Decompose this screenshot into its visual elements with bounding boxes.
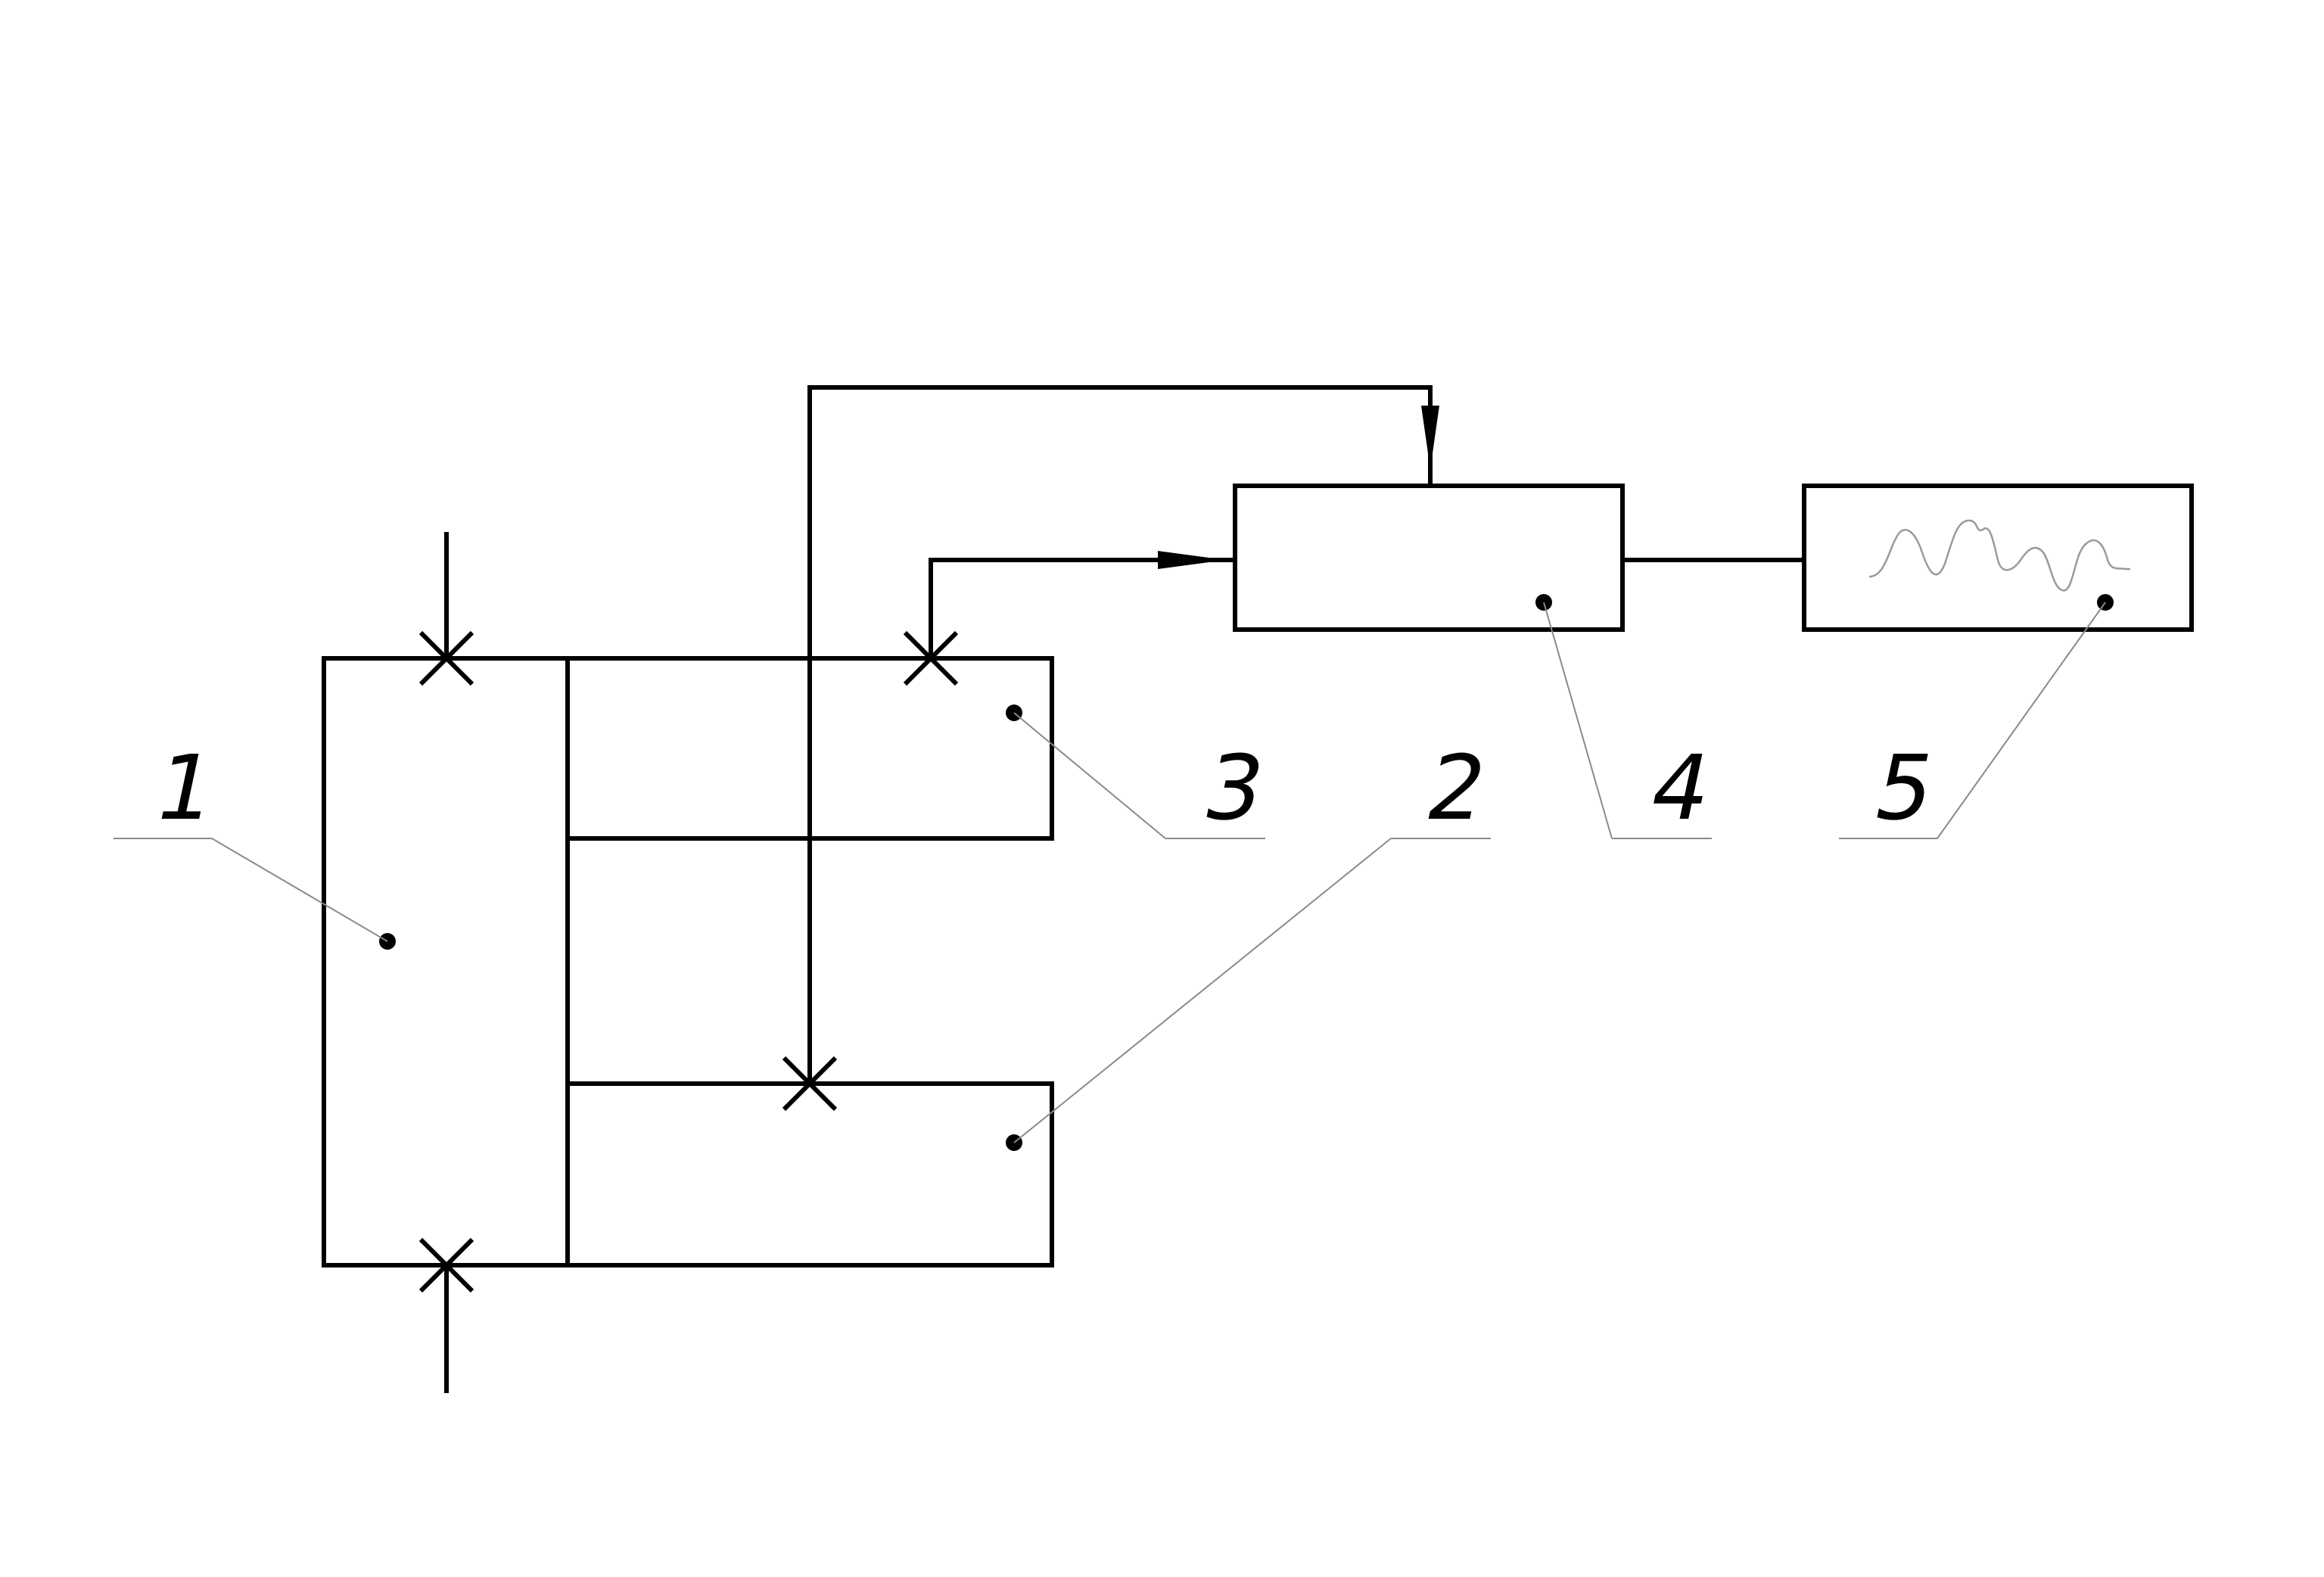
leader-line-2: [1013, 838, 1392, 1143]
arrow-right-icon: [1158, 551, 1226, 569]
cross-bottom-left: [418, 1237, 474, 1293]
leader-line-4: [1543, 602, 1613, 839]
block-4: [1233, 484, 1625, 632]
leader-line-5: [1937, 602, 2106, 839]
cross-top-right: [903, 630, 959, 686]
label-3: 3: [1195, 736, 1274, 840]
block-2: [565, 1081, 1054, 1268]
label-5: 5: [1865, 736, 1944, 840]
block-5: [1802, 484, 2194, 632]
label-1: 1: [146, 736, 225, 840]
block-1: [322, 656, 570, 1268]
cross-top-left: [418, 630, 474, 686]
cross-middle: [782, 1056, 838, 1112]
waveform-icon: [1868, 519, 2130, 592]
leader-line-1: [211, 838, 388, 942]
label-2: 2: [1417, 736, 1496, 840]
label-4: 4: [1641, 736, 1720, 840]
leader-line-3: [1013, 712, 1166, 839]
arrow-down-icon: [1421, 406, 1439, 469]
